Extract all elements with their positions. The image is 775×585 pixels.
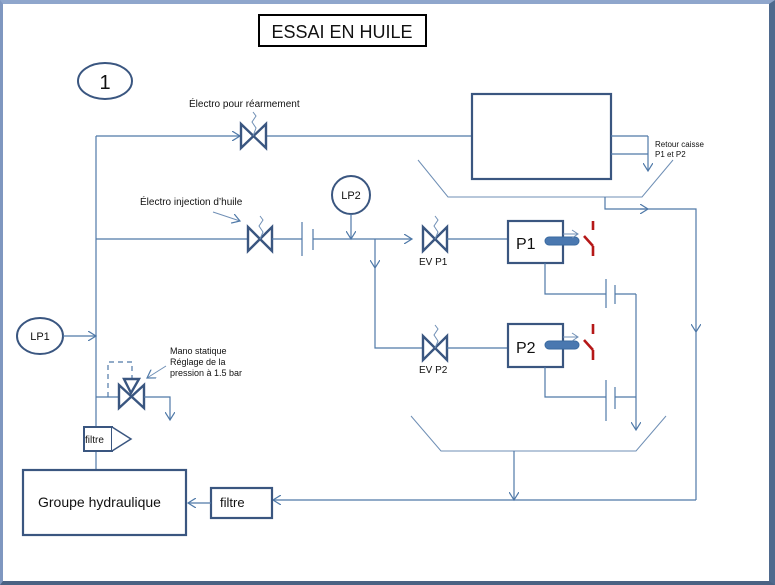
upper-tray-drain	[604, 197, 696, 332]
mano-label-1: Mano statique	[170, 346, 227, 356]
tank-box	[470, 92, 613, 181]
return-filter-label: filtre	[220, 495, 245, 510]
small-filter-arrow-icon	[111, 426, 133, 452]
pump-p2-label: P2	[516, 340, 536, 357]
injection-valve-icon	[246, 215, 274, 254]
hydraulic-group-label: Groupe hydraulique	[38, 494, 161, 510]
hydraulic-group-box	[21, 468, 188, 537]
lp1-label: LP1	[30, 331, 50, 343]
ev-p2-label: EV P2	[419, 365, 448, 376]
p1-drain-line	[544, 263, 606, 295]
ev-p2-valve-icon	[421, 324, 449, 363]
circuit-number-badge	[77, 62, 133, 100]
regulator-pilot-line	[107, 361, 133, 397]
small-filter-label: filtre	[85, 435, 104, 446]
upper-collector-tray	[417, 159, 674, 198]
pump-p1	[506, 219, 565, 265]
p1-shaft-icon	[544, 236, 580, 246]
pump-p1-label: P1	[516, 236, 536, 253]
injection-pointer	[212, 211, 240, 221]
p2-switch-icon	[583, 324, 595, 360]
retour-caisse-label-1: Retour caisse	[655, 140, 704, 149]
regulator-outlet	[144, 396, 170, 420]
return-filter	[209, 486, 274, 520]
ev-p1-valve-icon	[421, 215, 449, 254]
mano-label-2: Réglage de la	[170, 357, 226, 367]
mano-pointer	[147, 365, 167, 378]
p2-shaft-arrow	[563, 332, 579, 342]
electro-rearmement-label: Électro pour réarmement	[189, 97, 300, 110]
lower-collector-tray	[410, 415, 667, 452]
p1-switch-icon	[583, 221, 595, 256]
p2-shaft-icon	[544, 340, 580, 350]
p2-check-valve-icon	[605, 380, 616, 421]
rearm-valve-icon	[239, 111, 268, 151]
branch-line-p2	[374, 268, 423, 349]
electro-injection-label: Électro injection d’huile	[140, 195, 243, 208]
p1-check-valve-icon	[605, 279, 616, 308]
ev-p1-label: EV P1	[419, 257, 448, 268]
retour-caisse-label-2: P1 et P2	[655, 150, 686, 159]
check-valve-icon	[301, 222, 314, 256]
mano-label-3: pression à 1.5 bar	[170, 368, 242, 378]
title-box	[258, 14, 427, 47]
lp2-label: LP2	[341, 190, 361, 202]
p2-drain-line	[544, 367, 606, 398]
p1-shaft-arrow	[563, 229, 579, 239]
pressure-regulator-icon	[117, 377, 146, 411]
circuit-number: 1	[99, 72, 110, 94]
page-title: ESSAI EN HUILE	[271, 22, 412, 42]
